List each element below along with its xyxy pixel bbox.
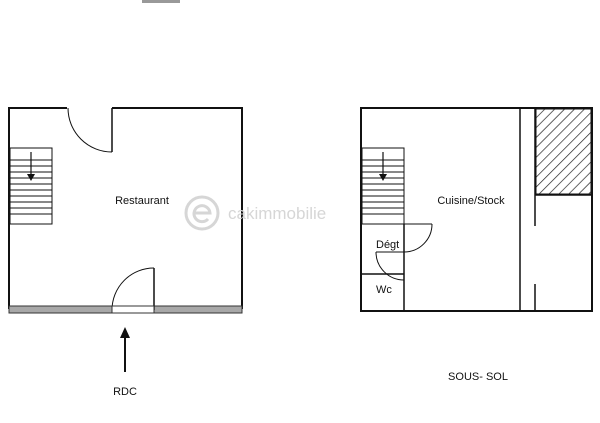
- ground-floor-caption: RDC: [113, 386, 137, 398]
- top-door: [67, 107, 113, 153]
- ground-floor-room-label: Restaurant: [115, 195, 169, 207]
- stairs-icon: [9, 147, 53, 225]
- basement-walls: [360, 107, 593, 312]
- top-mark: [142, 0, 180, 3]
- e-logo-icon: [184, 195, 220, 231]
- basement-stairs-icon: [361, 147, 405, 225]
- ground-floor-plan: Restaurant RDC: [8, 107, 243, 398]
- basement-room-label: Cuisine/Stock: [437, 195, 505, 207]
- hatched-shaft: [535, 108, 592, 195]
- basement-plan: Cuisine/Stock Dégt Wc SOUS- SOL: [360, 107, 593, 383]
- toilet-label: Wc: [376, 284, 392, 296]
- watermark-text: cakimmobilie: [228, 204, 326, 223]
- arrow-up-icon: [120, 327, 130, 372]
- hall-label: Dégt: [376, 239, 399, 251]
- entrance-door: [111, 267, 155, 314]
- watermark: cakimmobilie: [184, 195, 326, 231]
- basement-caption: SOUS- SOL: [448, 371, 508, 383]
- service-rooms: [362, 223, 433, 311]
